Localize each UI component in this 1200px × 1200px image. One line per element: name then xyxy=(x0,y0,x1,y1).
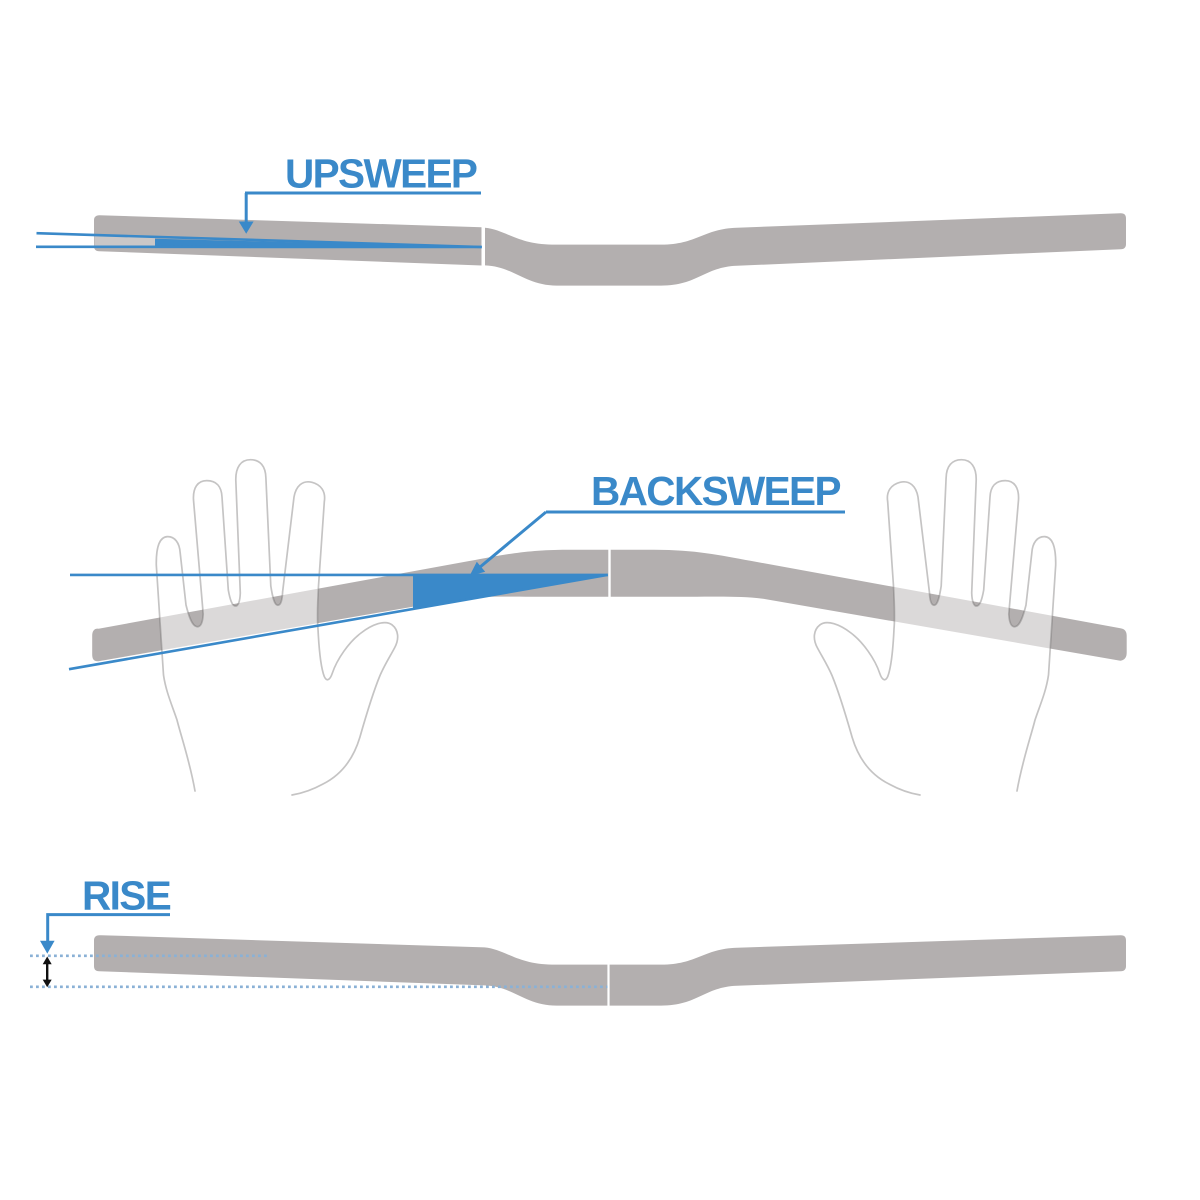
svg-text:BACKSWEEP: BACKSWEEP xyxy=(591,468,840,514)
svg-text:RISE: RISE xyxy=(82,873,171,919)
svg-text:UPSWEEP: UPSWEEP xyxy=(285,151,477,197)
